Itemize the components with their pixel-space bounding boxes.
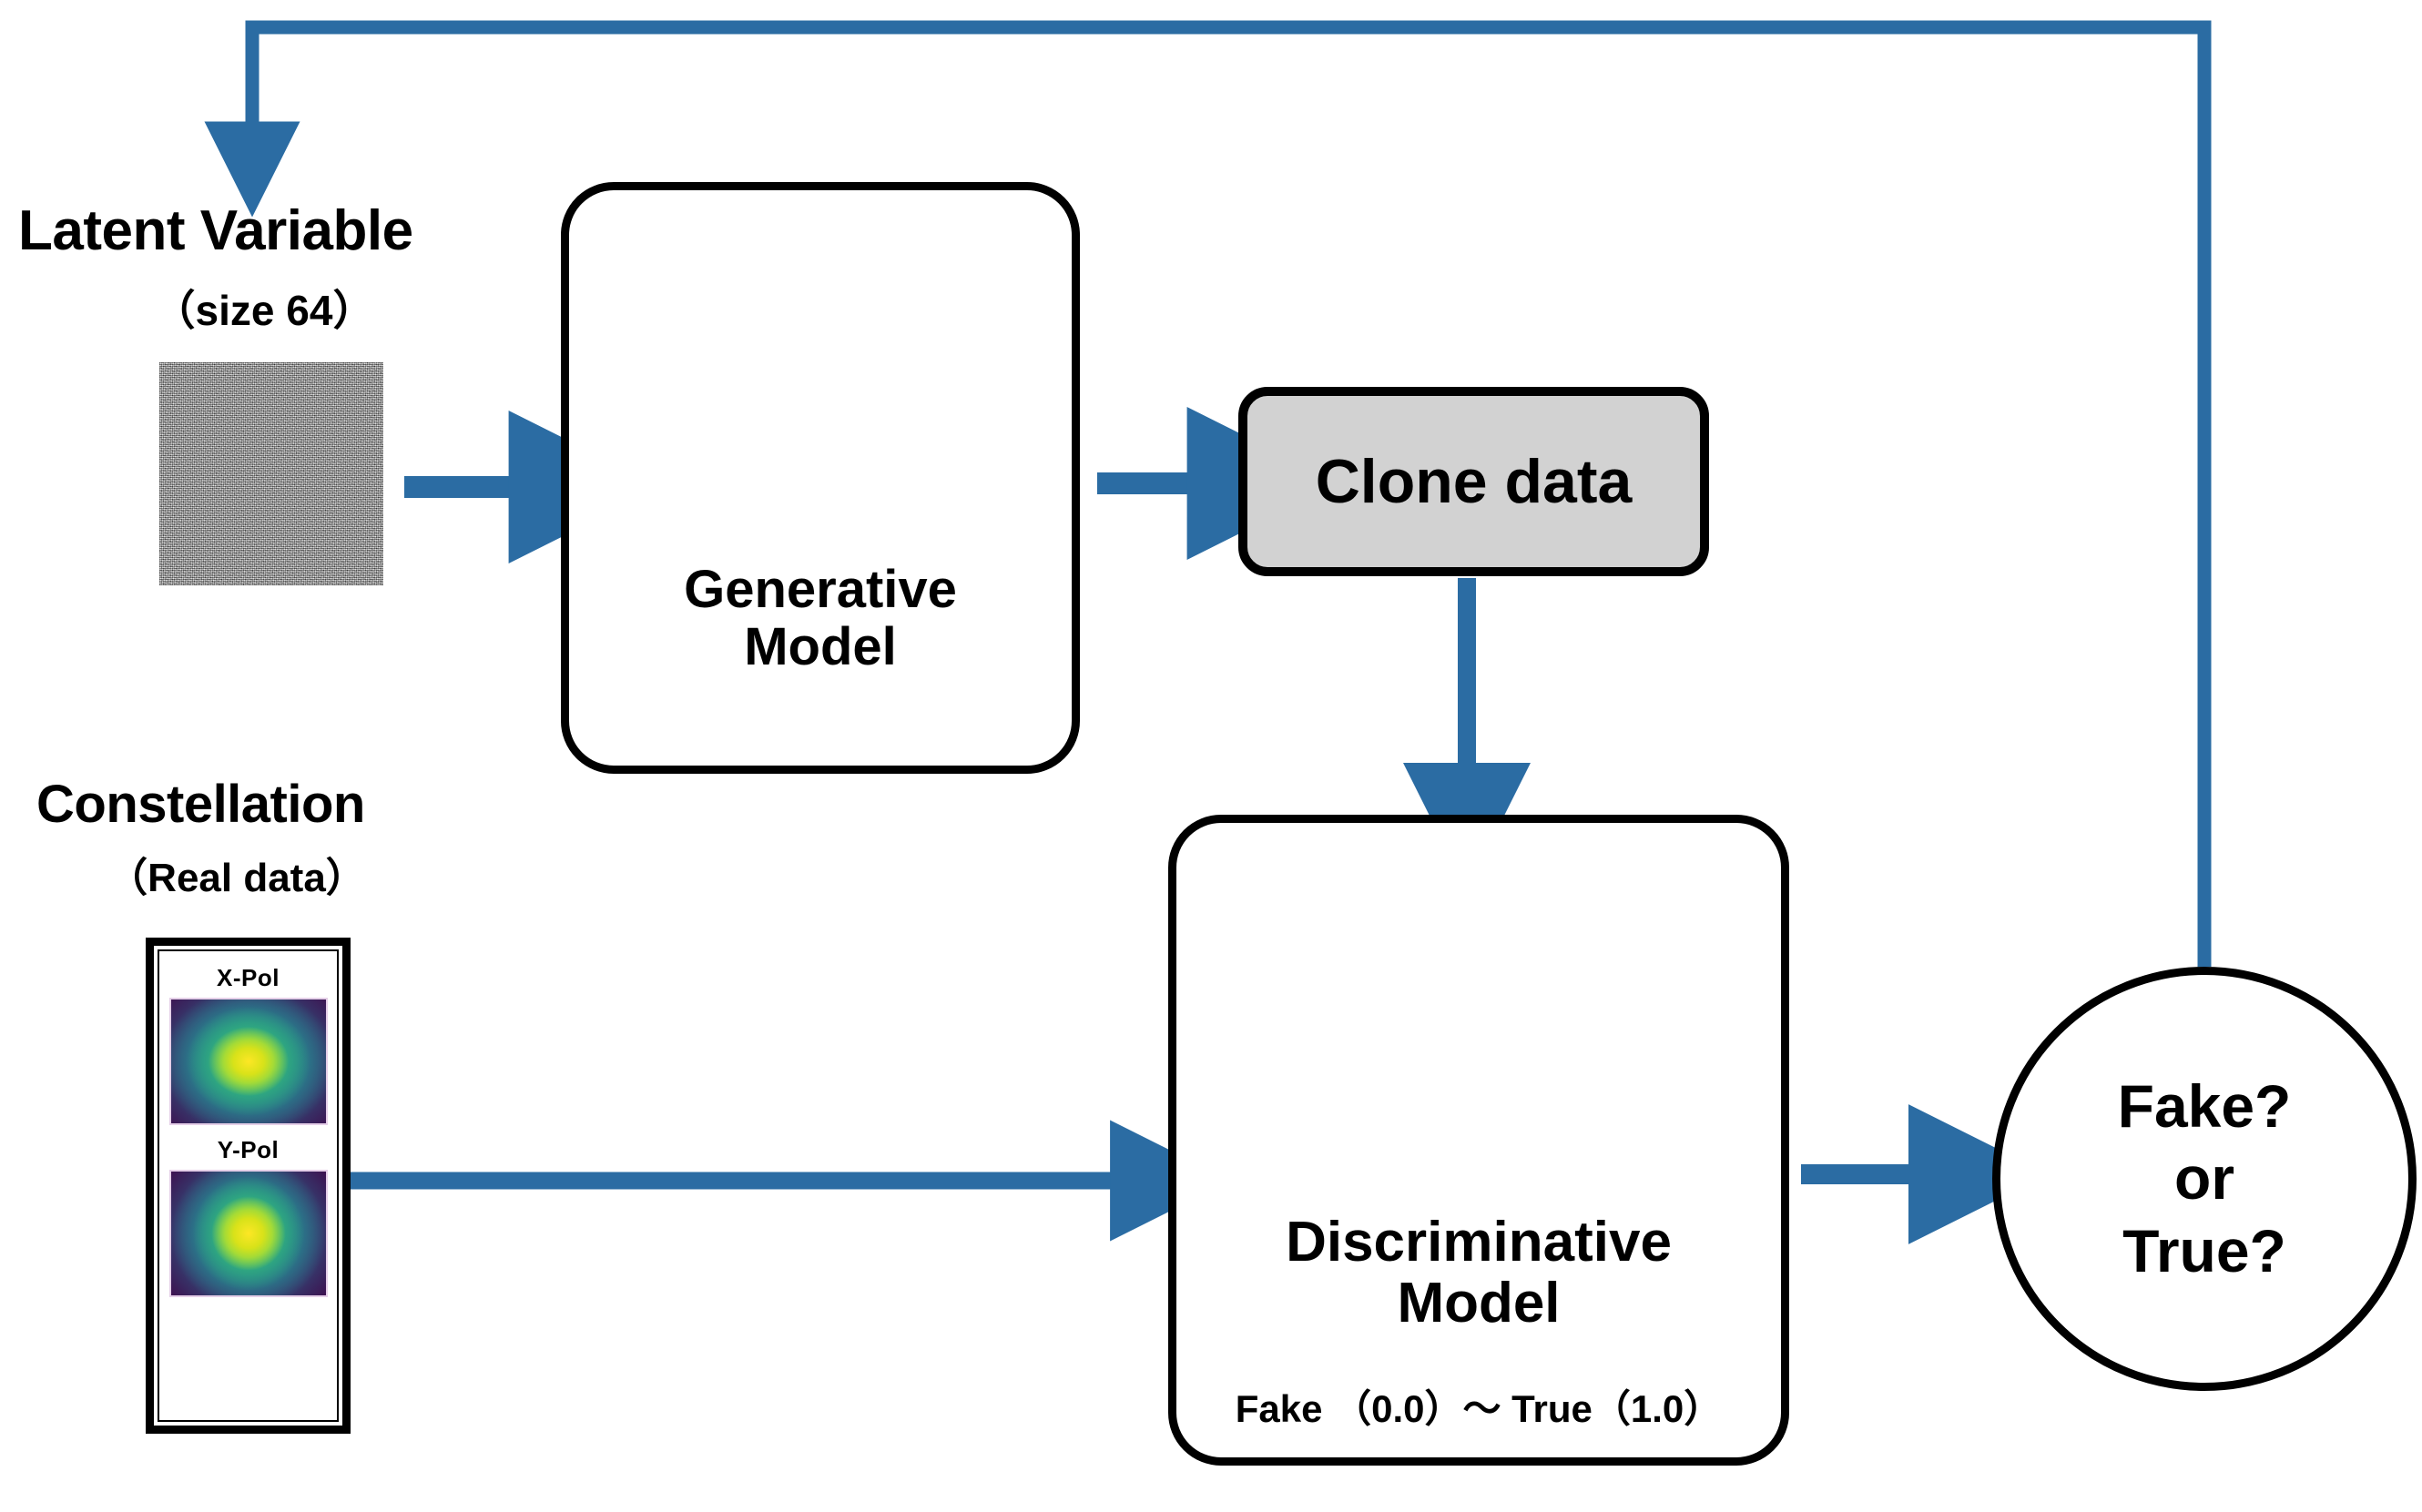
xpol-label: X-Pol (217, 964, 280, 991)
verdict-circle: Fake? or True? (1992, 967, 2417, 1391)
clone-data-box: Clone data (1238, 387, 1709, 576)
gaussian-noise-square (159, 362, 383, 585)
generative-model-title: Generative Model (569, 560, 1072, 676)
generative-model-box: Generative Model (561, 182, 1080, 774)
constellation-title: Constellation (36, 775, 365, 834)
ypol-constellation-heatmap (170, 1172, 326, 1295)
latent-variable-title: Latent Variable (18, 199, 413, 262)
discriminative-model-title: Discriminative Model (1176, 1211, 1781, 1334)
discriminative-model-title-line1: Discriminative (1286, 1211, 1672, 1274)
ypol-label: Y-Pol (217, 1136, 280, 1163)
discriminative-model-footer: Fake （0.0）～ True（1.0） (1235, 1387, 1723, 1430)
generative-model-title-line2: Model (744, 616, 897, 676)
clone-data-label: Clone data (1315, 447, 1633, 516)
constellation-subtitle: （Real data） (107, 856, 366, 900)
constellation-panel-inner: X-Pol Y-Pol (158, 949, 339, 1422)
verdict-line-2: or (2174, 1144, 2234, 1213)
discriminative-model-title-line2: Model (1397, 1271, 1561, 1334)
latent-variable-subtitle: （size 64） (153, 287, 375, 334)
verdict-line-3: True? (2122, 1216, 2286, 1284)
discriminative-model-box: Discriminative Model Fake （0.0）～ True（1.… (1168, 815, 1789, 1466)
xpol-constellation-heatmap (170, 1000, 326, 1123)
verdict-line-1: Fake? (2117, 1072, 2292, 1141)
generative-model-title-line1: Generative (684, 560, 957, 619)
constellation-panel: X-Pol Y-Pol (146, 938, 351, 1434)
